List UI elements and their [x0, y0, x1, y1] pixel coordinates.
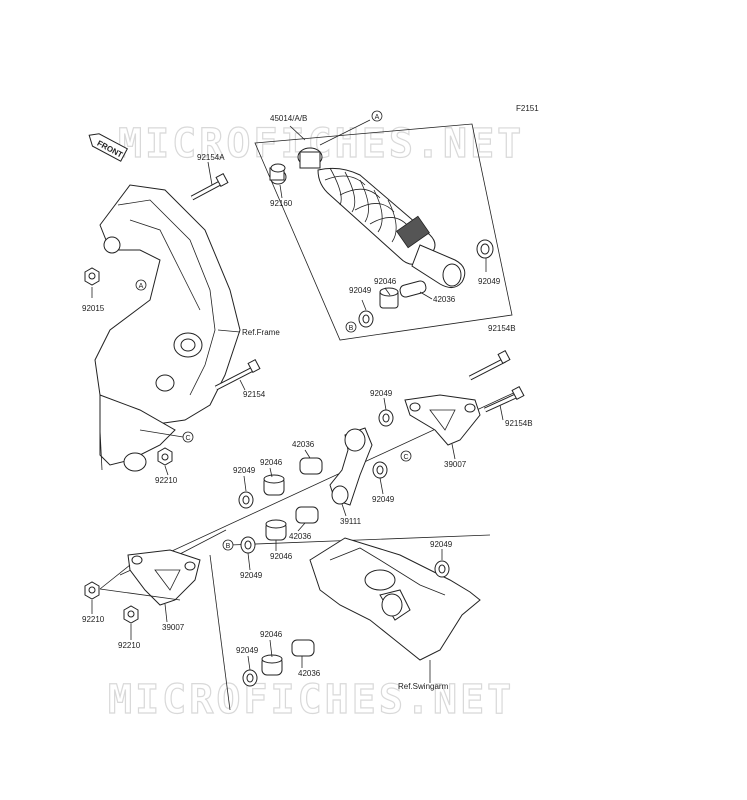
- label-92046-bot: 92046: [260, 630, 283, 639]
- svg-text:C: C: [185, 435, 190, 442]
- bolt-92154A: [190, 173, 229, 201]
- watermark-bottom: MICROFICHES.NET: [108, 677, 514, 723]
- sleeve-42036-bot: [291, 639, 315, 657]
- label-92154: 92154: [243, 390, 266, 399]
- svg-text:B: B: [226, 543, 231, 550]
- label-92049-c: 92049: [372, 495, 395, 504]
- shock-absorber-group: [254, 119, 513, 341]
- frame-assembly: [84, 161, 261, 476]
- label-92049-left: 92049: [233, 466, 256, 475]
- label-39007-left: 39007: [162, 623, 185, 632]
- label-92046-top: 92046: [374, 277, 397, 286]
- nut-92210-bottom: [123, 605, 139, 624]
- seal-92049-low: [240, 536, 256, 554]
- collar-92046-bot: [261, 654, 283, 676]
- tie-rod-39007-left: [127, 549, 201, 606]
- label-39007-right: 39007: [444, 460, 467, 469]
- label-ref-swingarm: Ref.Swingarm: [398, 682, 449, 691]
- seal-92049-left: [238, 491, 254, 509]
- label-42036-low: 42036: [289, 532, 312, 541]
- label-45014: 45014/A/B: [270, 114, 307, 123]
- callout-a-top: A: [371, 110, 383, 122]
- sleeve-42036-top: [399, 280, 427, 298]
- seal-92049-bot: [242, 669, 258, 687]
- label-92049-top-b: 92049: [478, 277, 501, 286]
- label-92046-low: 92046: [270, 552, 293, 561]
- svg-text:A: A: [375, 114, 380, 121]
- linkage-assembly: [84, 350, 525, 711]
- seal-92049-c: [372, 461, 388, 479]
- label-92160: 92160: [270, 199, 293, 208]
- seal-92049-top-right: [476, 239, 494, 259]
- seal-92049-mid: [378, 409, 394, 427]
- callout-c-frame: C: [182, 431, 194, 443]
- seal-92049-top-left: [358, 310, 374, 328]
- bushing-92160: [269, 163, 287, 185]
- label-92049-mid: 92049: [370, 389, 393, 398]
- bolt-92154: [214, 359, 261, 391]
- label-ref-frame: Ref.Frame: [242, 328, 280, 337]
- swingarm: [309, 537, 481, 683]
- collar-92046-top: [379, 287, 399, 309]
- label-92049-top-a: 92049: [349, 286, 372, 295]
- callout-b-top: B: [345, 321, 357, 333]
- collar-92046-low: [265, 519, 287, 541]
- nut-92210-top: [157, 447, 173, 466]
- nut-92015: [84, 267, 100, 286]
- label-92154B-top: 92154B: [488, 324, 516, 333]
- shock-absorber: [297, 147, 466, 288]
- label-92015: 92015: [82, 304, 105, 313]
- label-42036-mid: 42036: [292, 440, 315, 449]
- tie-rod-39007-right: [404, 394, 481, 446]
- label-42036-top: 42036: [433, 295, 456, 304]
- svg-text:C: C: [403, 454, 408, 461]
- sleeve-42036-mid: [299, 457, 323, 475]
- label-39111: 39111: [340, 517, 362, 526]
- callout-b-mid: B: [222, 539, 234, 551]
- label-92046-mid: 92046: [260, 458, 283, 467]
- svg-text:B: B: [349, 325, 354, 332]
- sleeve-42036-low: [295, 506, 319, 524]
- bolt-92154B-mid: [483, 386, 525, 413]
- label-92210-left: 92210: [82, 615, 105, 624]
- label-92210-bottom: 92210: [118, 641, 141, 650]
- seal-92049-right: [434, 560, 450, 578]
- callout-c-mid: C: [400, 450, 412, 462]
- rocker-arm-39111: [329, 427, 373, 506]
- bolt-92154B-top: [468, 350, 511, 381]
- svg-text:A: A: [139, 283, 144, 290]
- callout-a-frame: A: [135, 279, 147, 291]
- nut-92210-left: [84, 581, 100, 600]
- figure-code: F2151: [516, 104, 539, 113]
- shock-box-outline: [254, 123, 513, 341]
- collar-92046-mid: [263, 474, 285, 496]
- label-92154B-mid: 92154B: [505, 419, 533, 428]
- label-92210-top: 92210: [155, 476, 178, 485]
- label-42036-bot: 42036: [298, 669, 321, 678]
- label-92049-bot: 92049: [236, 646, 259, 655]
- label-92049-low: 92049: [240, 571, 263, 580]
- label-92049-right: 92049: [430, 540, 453, 549]
- label-92154A: 92154A: [197, 153, 225, 162]
